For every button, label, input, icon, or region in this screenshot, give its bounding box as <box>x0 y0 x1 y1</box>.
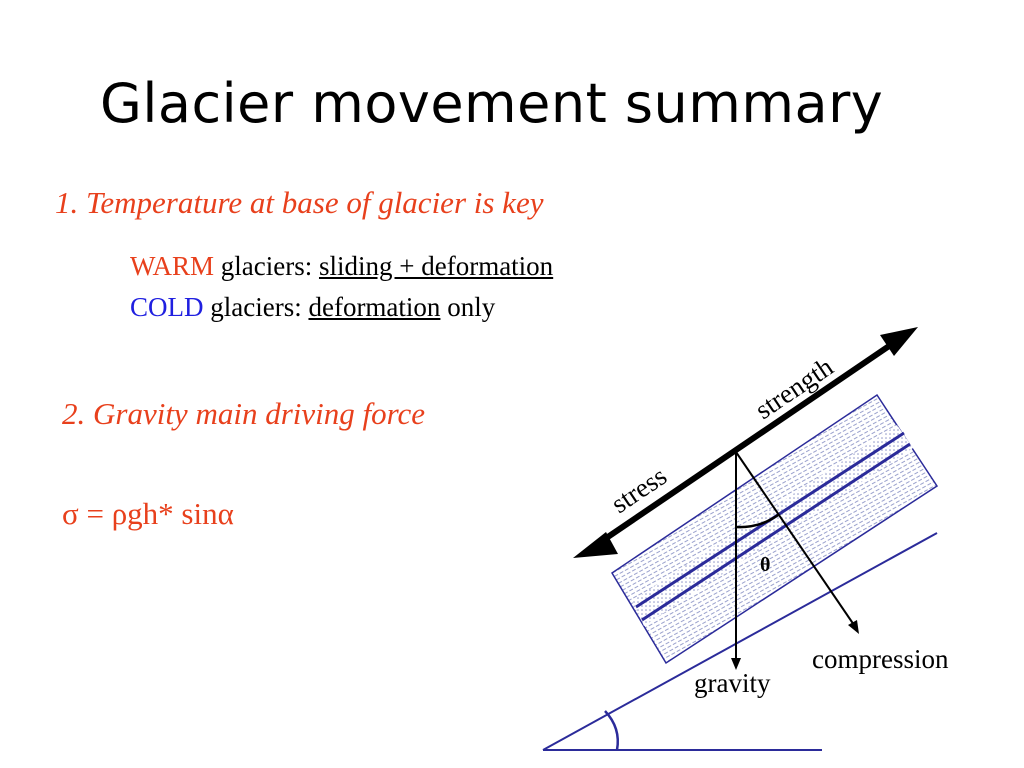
warm-middle-text: glaciers: <box>220 251 313 281</box>
theta-label: θ <box>760 554 770 576</box>
gravity-label: gravity <box>694 668 771 698</box>
cold-keyword: COLD <box>130 292 204 322</box>
stress-arrowhead <box>573 532 618 558</box>
strength-arrowhead <box>880 327 918 356</box>
cold-middle-text: glaciers: <box>210 292 302 322</box>
stress-strength-arrow-shaft <box>594 337 900 548</box>
glacier-layer-line-2 <box>641 442 911 622</box>
point-1-heading: 1. Temperature at base of glacier is key <box>55 185 544 220</box>
compression-vector <box>735 451 855 626</box>
compression-label: compression <box>812 644 949 674</box>
compression-arrowhead <box>848 620 859 634</box>
glacier-dotted-layer <box>632 425 913 626</box>
theta-angle-arc <box>735 513 779 529</box>
stress-label: stress <box>606 461 673 519</box>
gravity-arrowhead <box>731 658 741 670</box>
point-2-heading: 2. Gravity main driving force <box>62 396 426 431</box>
warm-glaciers-line: WARM glaciers: sliding + deformation <box>130 251 553 282</box>
cold-glaciers-line: COLD glaciers: deformation only <box>130 292 495 323</box>
slope-angle-arc <box>604 710 619 751</box>
warm-keyword: WARM <box>130 251 215 281</box>
cold-process: deformation <box>308 292 441 322</box>
warm-process: sliding + deformation <box>318 251 554 281</box>
stress-formula: σ = ρgh* sinα <box>62 496 234 531</box>
slide-title: Glacier movement summary <box>100 72 884 135</box>
cold-suffix: only <box>447 292 496 322</box>
